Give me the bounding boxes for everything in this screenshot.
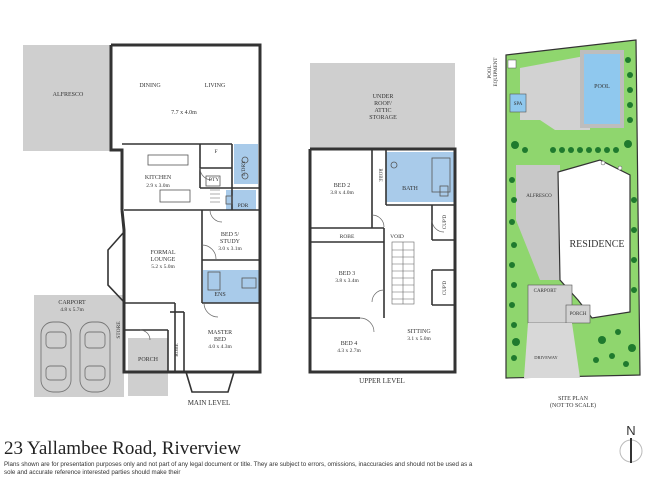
site-spa-label: SPA [514, 102, 523, 107]
master-label: MASTER [208, 330, 232, 336]
laundry-label: L'DRY [241, 160, 247, 176]
main-level-plan: ALFRESCO DINING LIVING 7.7 x 4.0m KITCHE… [23, 43, 262, 407]
store-label: STORE [116, 321, 122, 339]
attic-label: ATTIC [375, 108, 392, 114]
upper-stairs [391, 241, 415, 305]
dining-living-size: 7.7 x 4.0m [171, 110, 197, 116]
main-robe-label: ROBE [175, 343, 180, 356]
site-porch-label: PORCH [570, 312, 587, 317]
upper-robe-label: ROBE [377, 168, 382, 181]
study-label: STUDY [220, 239, 241, 245]
bed3-label: BED 3 [339, 271, 356, 277]
main-level-doors [139, 167, 223, 341]
main-stairs [210, 189, 220, 203]
bath-fixtures [390, 157, 451, 197]
site-pool-label: POOL [594, 84, 610, 90]
north-label: N [626, 423, 635, 438]
formal-label: FORMAL [150, 250, 175, 256]
porch-area [128, 338, 168, 396]
site-plan: POOL EQUIPMENT POOL SPA ALFRESCO RESIDEN… [488, 39, 641, 409]
sitting-label: SITTING [407, 329, 431, 335]
property-title: 23 Yallambee Road, Riverview [4, 438, 241, 459]
storage-label: STORAGE [369, 115, 397, 121]
kitchen-fixtures [147, 154, 257, 291]
pool-shape [584, 54, 620, 124]
living-label: LIVING [205, 83, 226, 89]
upper-level-caption: UPPER LEVEL [359, 377, 405, 385]
site-plan-caption: SITE PLAN [558, 396, 589, 402]
site-carport-label: CARPORT [534, 289, 557, 294]
porch-label: PORCH [138, 357, 159, 363]
bed3-size: 3.8 x 3.4m [335, 278, 359, 284]
lounge-label: LOUNGE [151, 257, 176, 263]
laundry-fill [234, 144, 258, 184]
lounge-size: 5.2 x 5.0m [151, 264, 175, 270]
main-level-caption: MAIN LEVEL [188, 399, 231, 407]
powder-label: PDR [238, 203, 249, 209]
pool-equipment-label-2: EQUIPMENT [494, 58, 499, 87]
bed4-size: 4.3 x 2.7m [337, 348, 361, 354]
master-size: 4.0 x 4.3m [208, 344, 232, 350]
driveway-label: DRIVEWAY [534, 355, 558, 360]
bed4-label: BED 4 [341, 341, 358, 347]
sitting-size: 3.1 x 5.0m [407, 336, 431, 342]
roof-label: ROOF/ [374, 101, 392, 107]
cupboard-label: CUP'D [443, 214, 448, 229]
ensuite-label: ENS [214, 292, 225, 298]
upper-level-doors [359, 214, 445, 333]
bath-label: BATH [402, 186, 418, 192]
site-paving-top [520, 55, 590, 130]
ensuite-fill [203, 270, 260, 303]
dining-label: DINING [139, 83, 161, 89]
spa-shape [509, 93, 527, 113]
pool-equipment-label-1: POOL [488, 65, 493, 78]
under-label: UNDER [373, 94, 394, 100]
driveway-shape [524, 323, 580, 378]
upper-level-plan: UNDER ROOF/ ATTIC STORAGE BED 2 3.8 x 4.… [308, 63, 457, 385]
kitchen-label: KITCHEN [145, 175, 172, 181]
carport-size: 4.8 x 5.7m [60, 307, 84, 313]
carport-label: CARPORT [58, 300, 86, 306]
bath-fill [386, 152, 455, 202]
site-porch [565, 304, 591, 324]
powder-fill [226, 190, 256, 210]
site-alfresco-label: ALFRESCO [526, 194, 552, 199]
bed5-label: BED 5/ [221, 232, 240, 238]
cupboard2-label: CUP'D [443, 280, 448, 295]
main-alfresco-label: ALFRESCO [53, 92, 84, 98]
main-level-walls [109, 43, 262, 374]
residence-label: RESIDENCE [570, 239, 625, 250]
upper-robe2-label: ROBE [340, 234, 355, 240]
kitchen-size: 2.9 x 3.0m [146, 183, 170, 189]
disclaimer-text: Plans shown are for presentation purpose… [4, 461, 473, 476]
bed5-size: 3.0 x 3.1m [218, 246, 242, 252]
site-carport [527, 284, 573, 324]
upper-level-walls [308, 147, 457, 374]
site-alfresco-paving [516, 165, 560, 280]
site-plan-scale-note: (NOT TO SCALE) [550, 402, 596, 409]
fridge-label: F [214, 149, 217, 155]
north-arrow-icon: N [619, 423, 643, 463]
site-trees [509, 57, 637, 367]
attic-storage-area [310, 63, 455, 149]
void-label: VOID [390, 234, 404, 240]
alfresco-area [23, 45, 111, 151]
bed2-size: 3.8 x 4.0m [330, 190, 354, 196]
bed2-label: BED 2 [334, 183, 351, 189]
site-markers [507, 59, 623, 171]
carport-cars-icon [40, 321, 111, 393]
pantry-label: PTY [209, 177, 219, 183]
master-bed-label: BED [214, 337, 227, 343]
